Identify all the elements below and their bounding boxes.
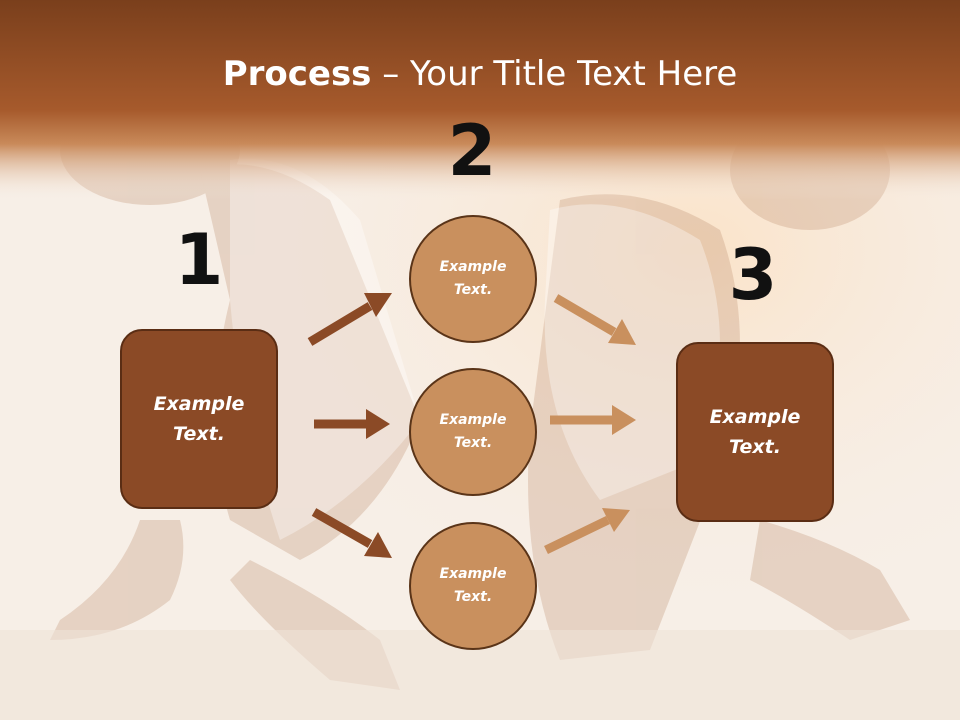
circle-top-line1: Example [439, 259, 507, 275]
step-box-left-line2: Text. [173, 423, 225, 445]
circle-bottom-line2: Text. [453, 589, 493, 605]
slide-title: Process – Your Title Text Here [0, 52, 960, 96]
arrow-bottom-to-right [544, 508, 630, 555]
arrow-left-to-bottom [311, 508, 392, 558]
circle-bottom-line1: Example [439, 566, 507, 582]
arrow-left-to-top [307, 293, 392, 346]
title-rest: – Your Title Text Here [371, 54, 738, 94]
circle-middle: Example Text. [409, 368, 537, 496]
arrow-left-to-middle [314, 409, 390, 439]
arrow-top-to-right [553, 294, 636, 345]
circle-bottom: Example Text. [409, 522, 537, 650]
step-box-left-line1: Example [153, 393, 245, 415]
step-box-right-line2: Text. [729, 436, 781, 458]
circle-top: Example Text. [409, 215, 537, 343]
step-box-left: Example Text. [120, 329, 278, 509]
title-bold: Process [222, 54, 372, 94]
step-number-3: 3 [728, 234, 778, 316]
circle-middle-line2: Text. [453, 435, 493, 451]
circle-middle-line1: Example [439, 412, 507, 428]
arrow-middle-to-right [550, 405, 636, 435]
circle-top-line2: Text. [453, 282, 493, 298]
step-box-right: Example Text. [676, 342, 834, 522]
step-number-1: 1 [174, 219, 224, 301]
step-number-2: 2 [447, 110, 497, 192]
step-box-right-line1: Example [709, 406, 801, 428]
